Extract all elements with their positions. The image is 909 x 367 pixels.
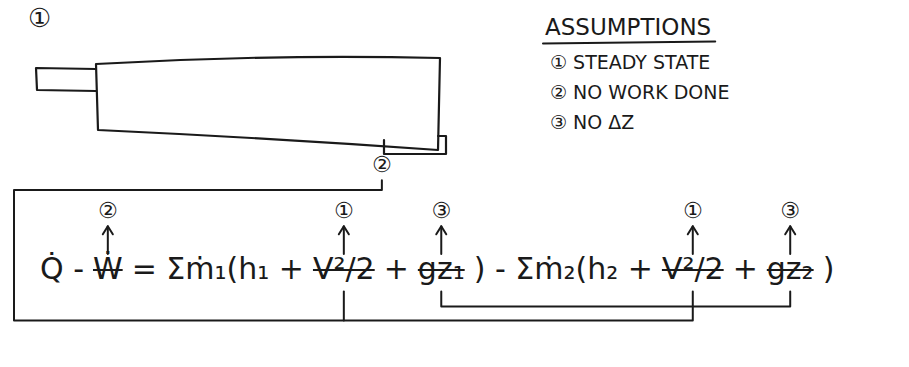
equation-term: gz₁ [418,252,465,287]
callout-number: ① [28,4,51,34]
outlet-pipe [384,136,446,154]
equation-term: gz₂ [767,252,814,287]
leader-arrow [440,226,442,254]
bracket-line [14,180,693,320]
equation-term: V²/2 [662,252,724,287]
assumption-item: ① STEADY STATE [550,52,710,74]
arrowhead [688,226,698,234]
leader-arrow [343,226,345,254]
equation-term: = Σṁ₁(h₁ + [132,252,304,287]
callout-number: ② [98,198,118,223]
equation-term: + [384,252,409,287]
arrowhead [103,226,113,234]
bracket-line [441,292,790,307]
callout-number: ② [372,152,392,177]
inlet-pipe [36,68,96,91]
equation-term: ) - Σṁ₂(h₂ + [474,252,653,287]
equation-term: ) [823,252,835,287]
callout-number: ③ [780,198,800,223]
equation-term: V²/2 [313,252,375,287]
callout-number: ① [334,198,354,223]
tank-outline [96,57,440,150]
callout-number: ③ [431,198,451,223]
arrowhead [339,226,349,234]
assumption-item: ② NO WORK DONE [550,82,730,104]
leader-arrow [692,226,694,254]
equation-term: Q̇ - [40,252,84,287]
arrowhead [785,226,795,234]
heading-underline [543,41,715,43]
equation-term: Ẇ [93,252,123,287]
arrowhead [436,226,446,234]
bracket-line [343,292,345,321]
leader-arrow [789,226,791,254]
callout-number: ① [683,198,703,223]
heading: ASSUMPTIONS [545,14,711,40]
assumption-item: ③ NO ΔZ [550,112,634,134]
equation-term: + [733,252,758,287]
leader-arrow [107,226,109,254]
